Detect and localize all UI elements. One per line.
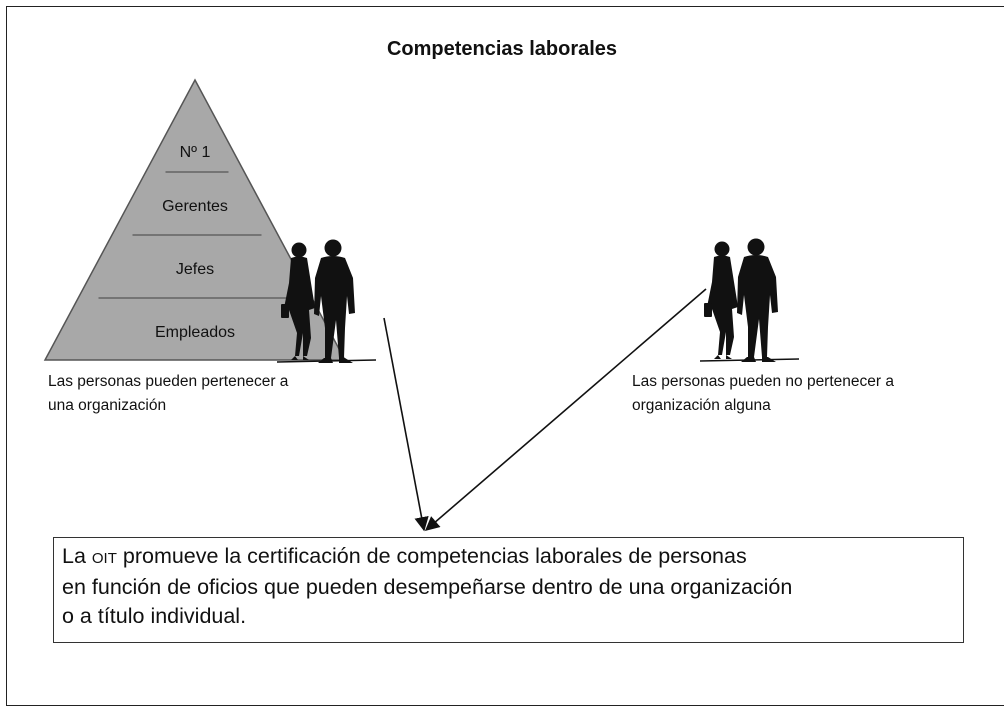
pyramid-tier-label: Gerentes (162, 198, 228, 215)
walking-couple-icon (699, 237, 800, 363)
oit-certification-box: La OIT promueve la certificación de comp… (53, 537, 964, 643)
oit-abbreviation: OIT (91, 550, 117, 567)
arrow-right-to-box (424, 288, 707, 531)
result-line-2: en función de oficios que pueden desempe… (62, 575, 793, 599)
caption-line: organización alguna (632, 397, 771, 414)
pyramid-tier-label: Empleados (155, 324, 235, 341)
pyramid-shape (43, 78, 347, 361)
pyramid-tier-label: Jefes (176, 261, 214, 278)
caption-line: Las personas pueden no pertenecer a (632, 373, 894, 390)
caption-line: una organización (48, 397, 167, 414)
page-title: Competencias laborales (386, 38, 618, 60)
caption-organization-members: Las personas pueden pertenecer a una org… (48, 370, 408, 418)
caption-independent-people: Las personas pueden no pertenecer a orga… (632, 370, 992, 418)
diagram-canvas: Nº 1 Gerentes Jefes Empleados (43, 78, 800, 532)
arrow-left-to-box (383, 317, 429, 532)
result-text: La (62, 544, 92, 568)
caption-line: Las personas pueden pertenecer a (48, 373, 289, 390)
pyramid-tier-label: Nº 1 (180, 144, 211, 161)
result-text: promueve la certificación de competencia… (116, 544, 747, 568)
result-line-3: o a título individual. (62, 604, 247, 628)
organization-pyramid: Nº 1 Gerentes Jefes Empleados (43, 78, 347, 361)
result-line-1: La OIT promueve la certificación de comp… (62, 542, 963, 573)
